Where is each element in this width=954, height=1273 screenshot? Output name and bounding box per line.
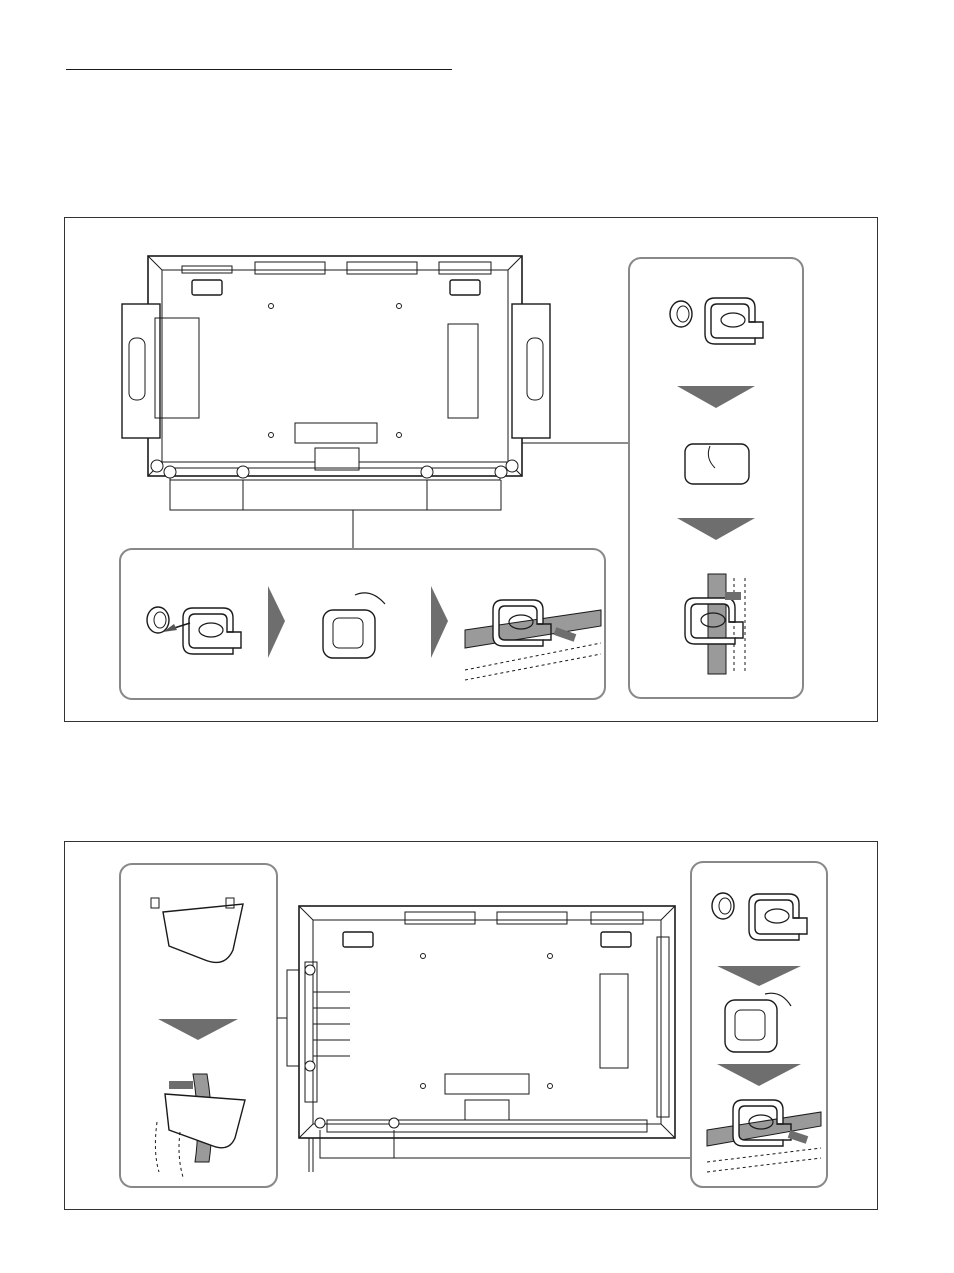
figure-top-artwork [65, 218, 877, 721]
figure-panel-bottom [64, 841, 878, 1210]
callout-right-steps [629, 258, 803, 698]
figure-bottom-artwork [65, 842, 877, 1209]
heading-rule [66, 69, 452, 70]
monitor-back-top [122, 256, 550, 480]
callout-right-steps-bottom [691, 862, 827, 1187]
callout-bottom-steps [120, 549, 605, 699]
monitor-back-bottom [299, 906, 675, 1138]
figure-panel-top [64, 217, 878, 722]
callout-left-steps [120, 864, 277, 1187]
